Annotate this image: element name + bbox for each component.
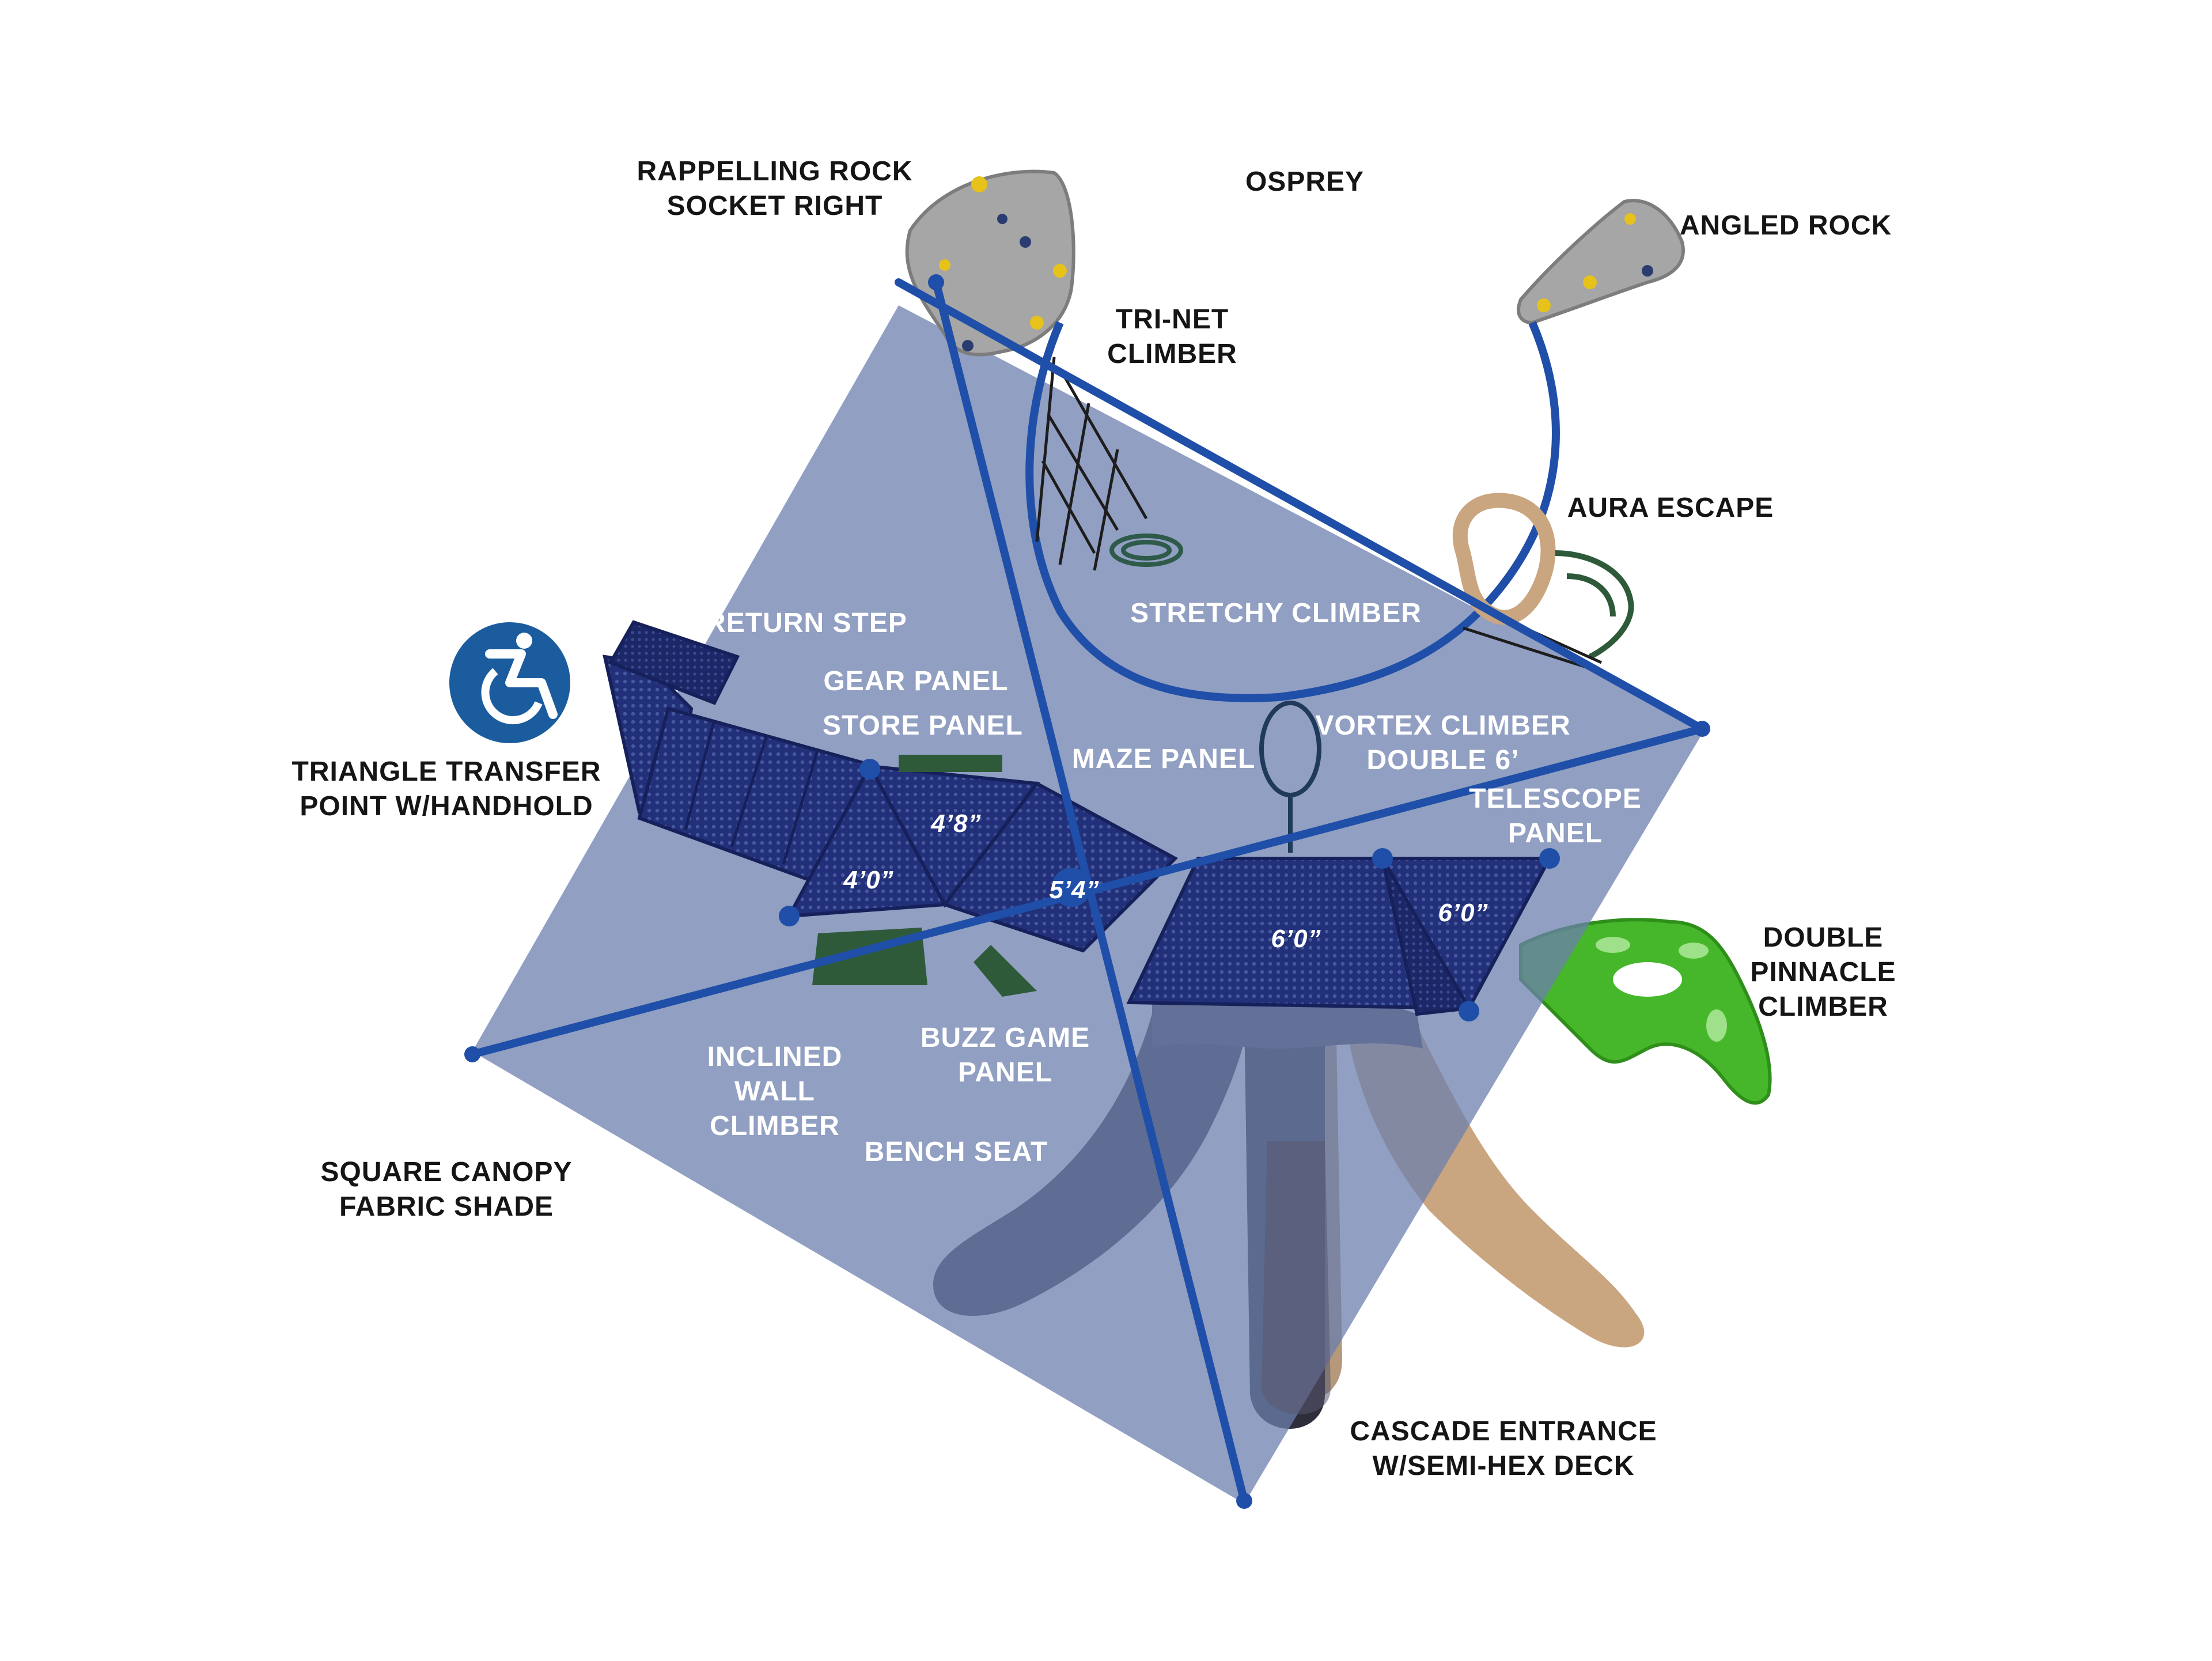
label-line: CASCADE ENTRANCE: [1350, 1416, 1657, 1447]
label-angled-rock: ANGLED ROCK: [1679, 210, 1892, 241]
label-line: PINNACLE: [1750, 957, 1896, 987]
label-return-step: RETURN STEP: [706, 608, 907, 638]
label-line: POINT W/HANDHOLD: [300, 791, 593, 822]
store-panel: [899, 755, 1002, 772]
return-step: [608, 620, 740, 705]
stretchy-climber-loops: [1109, 534, 1183, 567]
decks: [603, 620, 1553, 1016]
label-line: PANEL: [1508, 818, 1603, 849]
label-triangle-transfer-point: TRIANGLE TRANSFER POINT W/HANDHOLD: [292, 755, 601, 824]
label-stretchy-climber: STRETCHY CLIMBER: [1130, 598, 1422, 629]
label-line: DOUBLE 6’: [1366, 745, 1520, 775]
label-buzz-game-panel: BUZZ GAME PANEL: [921, 1021, 1090, 1090]
label-gear-panel: GEAR PANEL: [823, 666, 1009, 697]
label-line: CLIMBER: [1758, 992, 1888, 1022]
slide-overlap: [1262, 1141, 1331, 1414]
label-aura-escape: AURA ESCAPE: [1567, 493, 1774, 523]
label-line: PANEL: [957, 1057, 1053, 1088]
label-osprey: OSPREY: [1245, 167, 1365, 197]
label-line: SQUARE CANOPY: [320, 1157, 573, 1187]
label-rappelling-rock: RAPPELLING ROCK SOCKET RIGHT: [637, 154, 912, 224]
label-store-panel: STORE PANEL: [823, 710, 1023, 741]
label-bench-seat: BENCH SEAT: [864, 1137, 1048, 1167]
deck-height-4-0: 4’0”: [843, 866, 894, 894]
label-telescope-panel: TELESCOPE PANEL: [1469, 782, 1642, 851]
label-double-pinnacle-climber: DOUBLE PINNACLE CLIMBER: [1750, 921, 1896, 1024]
label-square-canopy: SQUARE CANOPY FABRIC SHADE: [320, 1155, 572, 1224]
deck-height-5-4: 5’4”: [1049, 876, 1100, 904]
stretchy-climber-arc: [1025, 321, 1560, 702]
vortex-climber: [1259, 701, 1321, 853]
label-cascade-entrance: CASCADE ENTRANCE W/SEMI-HEX DECK: [1350, 1414, 1657, 1484]
deck-5-4: [942, 781, 1178, 953]
label-line: W/SEMI-HEX DECK: [1372, 1451, 1635, 1481]
label-line: DOUBLE: [1763, 922, 1884, 953]
label-line: INCLINED: [707, 1042, 843, 1072]
deck-6-0-right-b: [1381, 857, 1472, 1016]
deck-height-6-0-center: 6’0”: [1271, 925, 1321, 953]
label-line: VORTEX CLIMBER: [1315, 710, 1571, 741]
label-line: FABRIC SHADE: [339, 1191, 554, 1222]
bench-seat: [974, 945, 1037, 997]
frame-joints: [464, 274, 1710, 1509]
tri-net-climber: [1035, 357, 1148, 571]
label-inclined-wall-climber: INCLINED WALL CLIMBER: [707, 1040, 843, 1144]
angled-rock: [1517, 199, 1685, 325]
label-line: SOCKET RIGHT: [666, 191, 883, 221]
label-line: BUZZ GAME: [920, 1023, 1090, 1053]
label-maze-panel: MAZE PANEL: [1071, 744, 1256, 774]
label-line: TRIANGLE TRANSFER: [291, 756, 601, 787]
label-line: CLIMBER: [710, 1111, 840, 1141]
deck-height-6-0-right: 6’0”: [1438, 899, 1488, 927]
label-line: RAPPELLING ROCK: [637, 156, 913, 187]
deck-height-4-8: 4’8”: [931, 809, 982, 838]
label-line: TELESCOPE: [1469, 784, 1642, 814]
label-line: WALL: [734, 1076, 815, 1107]
label-line: CLIMBER: [1107, 339, 1237, 369]
label-tri-net-climber: TRI-NET CLIMBER: [1107, 302, 1237, 372]
wheelchair-icon: [449, 622, 570, 743]
label-vortex-climber: VORTEX CLIMBER DOUBLE 6’: [1315, 709, 1570, 778]
label-line: TRI-NET: [1115, 304, 1229, 335]
double-pinnacle-climber: [1519, 918, 1772, 1105]
